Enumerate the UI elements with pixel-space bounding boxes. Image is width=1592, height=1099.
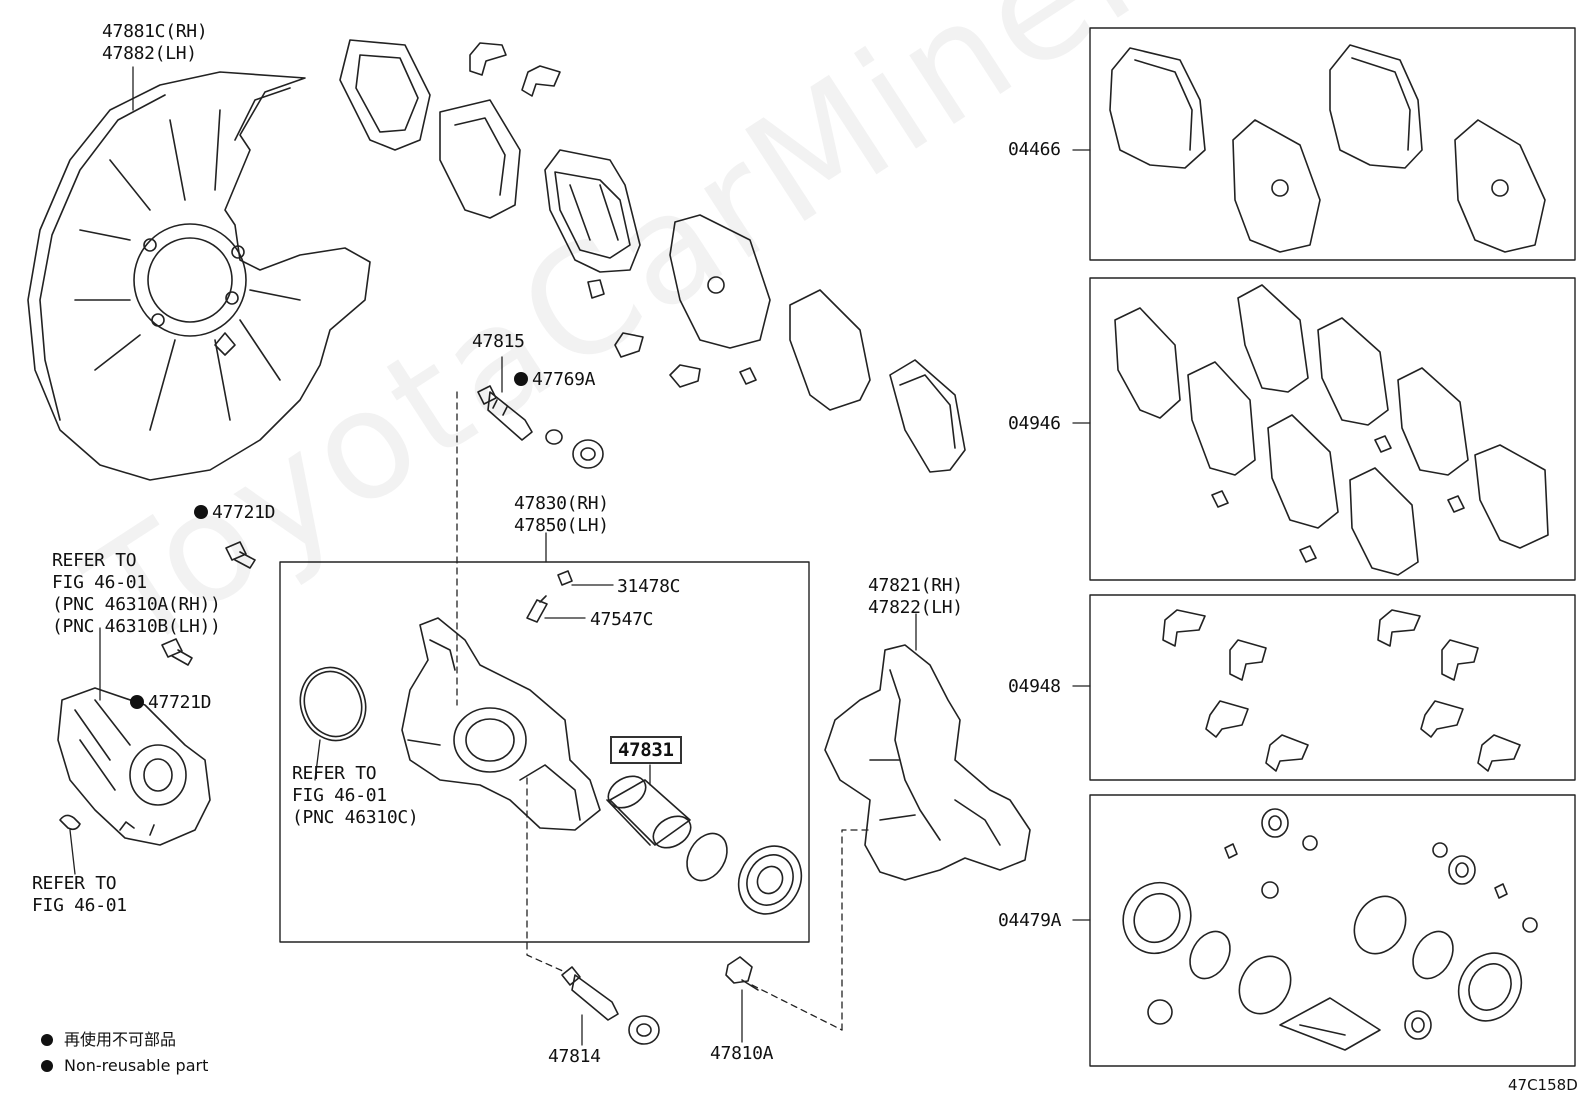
label-kit-04466[interactable]: 04466 <box>1008 139 1061 160</box>
label-kit-04479A[interactable]: 04479A <box>998 910 1062 931</box>
label-mount-lh[interactable]: 47822(LH) <box>868 597 963 618</box>
kit-box-04946 <box>1089 277 1576 581</box>
label-47721D-mid[interactable]: 47721D <box>130 692 212 713</box>
slide-pin-upper[interactable] <box>477 385 533 441</box>
kit-04948-clips <box>1162 609 1521 772</box>
label-47810A[interactable]: 47810A <box>710 1043 774 1064</box>
parking-brake-actuator-motor[interactable] <box>57 687 211 846</box>
slide-pin-lower[interactable] <box>561 966 619 1021</box>
label-47721D-top[interactable]: 47721D <box>194 502 276 523</box>
refer-motor-line-3[interactable]: (PNC 46310A(RH)) <box>52 594 221 615</box>
figure-code: 47C158D <box>1508 1076 1578 1094</box>
label-47721D-top-text: 47721D <box>212 502 276 523</box>
label-caliper-lh[interactable]: 47850(LH) <box>514 515 609 536</box>
kit-box-04479A <box>1089 794 1576 1067</box>
caliper-assembly-box <box>279 561 810 943</box>
legend-dot-1 <box>41 1034 53 1046</box>
dust-boot-upper[interactable] <box>572 439 604 469</box>
legend-dot-2 <box>41 1060 53 1072</box>
disc-brake-dust-cover[interactable] <box>27 71 371 481</box>
label-kit-04948[interactable]: 04948 <box>1008 676 1061 697</box>
label-31478C[interactable]: 31478C <box>617 576 681 597</box>
non-reusable-dot-icon <box>130 695 144 709</box>
refer-motor-line-4[interactable]: (PNC 46310B(LH)) <box>52 616 221 637</box>
label-47721D-mid-text: 47721D <box>148 692 212 713</box>
label-47547C[interactable]: 47547C <box>590 609 654 630</box>
kit-04946-shims <box>1114 284 1549 576</box>
disc-brake-pad[interactable] <box>544 149 641 273</box>
label-mount-rh[interactable]: 47821(RH) <box>868 575 963 596</box>
cylinder-piston[interactable] <box>603 770 697 854</box>
refer-inner-line-1[interactable]: REFER TO <box>292 763 377 784</box>
refer-bottom-line-2[interactable]: FIG 46-01 <box>32 895 127 916</box>
dust-boot-lower[interactable] <box>628 1015 660 1045</box>
label-47815[interactable]: 47815 <box>472 331 525 352</box>
bleeder-plug-cap[interactable] <box>557 570 573 586</box>
kit-04479A-seals <box>1122 808 1538 1051</box>
label-dust-cover-rh[interactable]: 47881C(RH) <box>102 21 208 42</box>
label-47814[interactable]: 47814 <box>548 1046 601 1067</box>
refer-inner-line-2[interactable]: FIG 46-01 <box>292 785 387 806</box>
label-caliper-rh[interactable]: 47830(RH) <box>514 493 609 514</box>
bolt-47721D-lower[interactable] <box>161 638 193 666</box>
anti-squeal-shim-2[interactable] <box>789 289 966 473</box>
anti-squeal-shim[interactable] <box>339 39 521 219</box>
refer-motor-line-1[interactable]: REFER TO <box>52 550 137 571</box>
kit-box-04466 <box>1089 27 1576 261</box>
non-reusable-dot-icon <box>514 372 528 386</box>
piston-seal-ring[interactable] <box>290 658 375 749</box>
label-47831-highlighted[interactable]: 47831 <box>610 736 682 764</box>
legend-english: Non-reusable part <box>64 1056 209 1075</box>
non-reusable-dot-icon <box>194 505 208 519</box>
refer-inner-line-3[interactable]: (PNC 46310C) <box>292 807 419 828</box>
refer-bottom-line-1[interactable]: REFER TO <box>32 873 117 894</box>
label-kit-04946[interactable]: 04946 <box>1008 413 1061 434</box>
piston-seal[interactable] <box>679 826 735 887</box>
bleeder-plug[interactable] <box>526 595 548 623</box>
label-47769A[interactable]: 47769A <box>514 369 596 390</box>
label-47769A-text: 47769A <box>532 369 596 390</box>
bushing-47769A[interactable] <box>545 429 563 445</box>
cylinder-boot[interactable] <box>727 835 814 926</box>
kit-04466-pads <box>1109 44 1546 253</box>
bolt-47721D-upper[interactable] <box>225 541 256 569</box>
disc-brake-pad-2[interactable] <box>669 214 771 349</box>
refer-motor-line-2[interactable]: FIG 46-01 <box>52 572 147 593</box>
pad-wear-indicator-clips[interactable] <box>587 279 757 388</box>
legend-japanese: 再使用不可部品 <box>64 1030 177 1049</box>
kit-box-04948 <box>1089 594 1576 781</box>
disc-brake-cylinder-mounting[interactable] <box>824 644 1031 881</box>
disc-brake-cylinder-body[interactable] <box>401 617 601 831</box>
label-leader-lines <box>69 66 1091 1046</box>
assembly-leader-lines <box>456 391 871 1031</box>
pad-support-clips-top[interactable] <box>469 42 561 97</box>
caliper-mounting-bolt[interactable] <box>725 956 759 991</box>
small-plug[interactable] <box>59 814 81 831</box>
label-dust-cover-lh[interactable]: 47882(LH) <box>102 43 197 64</box>
